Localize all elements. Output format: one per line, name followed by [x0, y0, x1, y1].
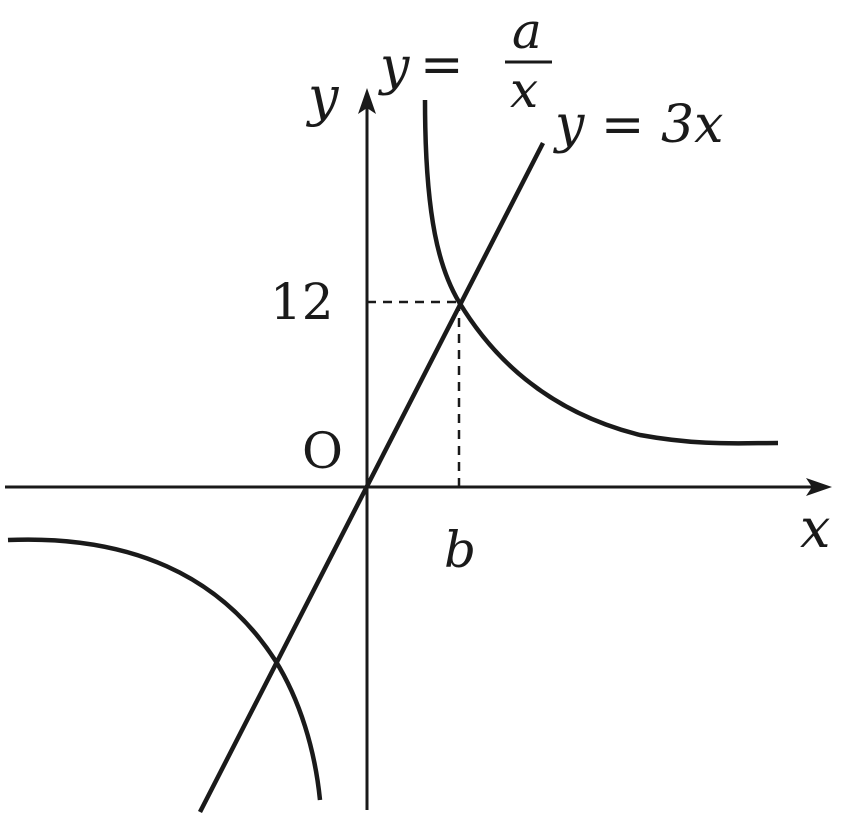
hyperbola-label-lhs: y — [378, 37, 410, 97]
x-axis-label: x — [800, 497, 830, 560]
hyperbola-branch-q3 — [7, 537, 323, 801]
hyperbola-label-numerator: a — [512, 2, 542, 60]
x-tick-label: b — [444, 521, 476, 579]
y-tick-label: 12 — [270, 273, 334, 331]
origin-label: O — [302, 422, 343, 480]
x-axis-arrowhead — [806, 478, 832, 496]
hyperbola-equation-label: y = a x — [378, 2, 552, 119]
hyperbola-label-denominator: x — [510, 61, 538, 119]
line-equation-label: y = 3x — [553, 95, 723, 155]
line-y-3x — [197, 141, 546, 814]
y-axis-arrowhead — [358, 88, 376, 114]
y-axis-label: y — [306, 65, 340, 128]
hyperbola-branch-q1 — [422, 99, 779, 446]
hyperbola-label-equals: = — [420, 35, 464, 95]
